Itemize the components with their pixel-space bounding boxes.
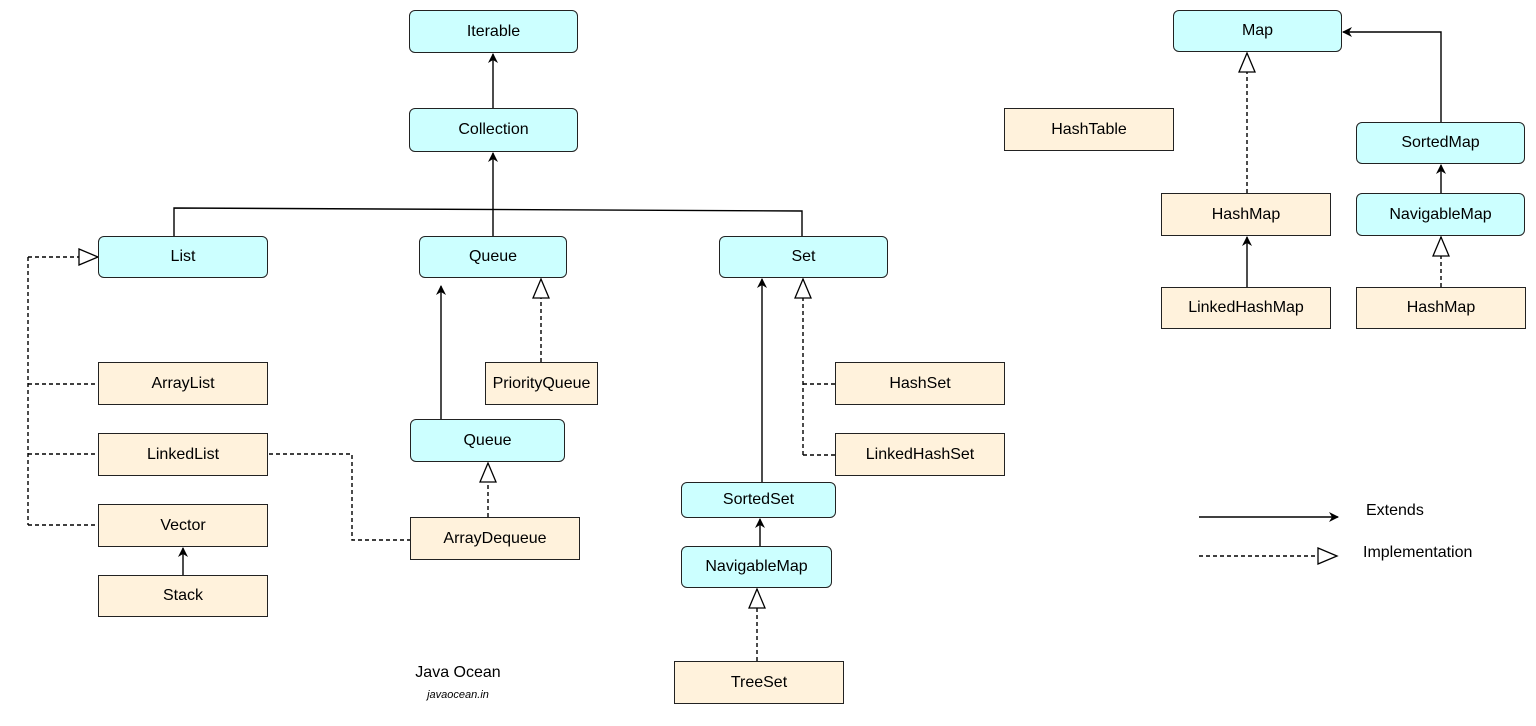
node-collection: Collection xyxy=(409,108,578,152)
node-navigablemap-set: NavigableMap xyxy=(681,546,832,588)
node-queue-deque: Queue xyxy=(410,419,565,462)
footer-title: Java Ocean xyxy=(415,664,501,681)
node-sortedset: SortedSet xyxy=(681,482,836,518)
node-hashmap-navigable: HashMap xyxy=(1356,287,1526,329)
legend-extends-label: Extends xyxy=(1366,502,1424,519)
node-arraylist: ArrayList xyxy=(98,362,268,405)
node-hashset: HashSet xyxy=(835,362,1005,405)
node-list: List xyxy=(98,236,268,278)
node-sortedmap: SortedMap xyxy=(1356,122,1525,164)
edge-list-set-bus xyxy=(173,207,803,236)
node-iterable: Iterable xyxy=(409,10,578,53)
node-linkedhashset: LinkedHashSet xyxy=(835,433,1005,476)
node-map: Map xyxy=(1173,10,1342,52)
node-hashtable: HashTable xyxy=(1004,108,1174,151)
node-arraydequeue: ArrayDequeue xyxy=(410,517,580,560)
legend-implementation-label: Implementation xyxy=(1363,544,1473,561)
node-queue: Queue xyxy=(419,236,567,278)
node-linkedhashmap: LinkedHashMap xyxy=(1161,287,1331,329)
node-stack: Stack xyxy=(98,575,268,617)
node-treeset: TreeSet xyxy=(674,661,844,704)
edge-linkedlist-arraydequeue xyxy=(269,453,410,541)
node-priorityqueue: PriorityQueue xyxy=(485,362,598,405)
node-linkedlist: LinkedList xyxy=(98,433,268,476)
node-set: Set xyxy=(719,236,888,278)
edge-sortedmap-map xyxy=(1342,27,1442,122)
node-hashmap: HashMap xyxy=(1161,193,1331,236)
footer-subtitle: javaocean.in xyxy=(427,689,489,701)
node-vector: Vector xyxy=(98,504,268,547)
node-navigablemap: NavigableMap xyxy=(1356,193,1525,236)
